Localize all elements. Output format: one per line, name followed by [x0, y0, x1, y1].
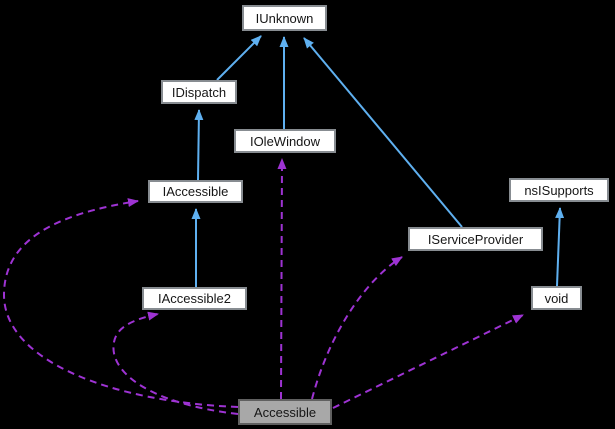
- node-iolewindow[interactable]: IOleWindow: [234, 129, 336, 153]
- edge-accessible-to-iaccessible2: [112, 311, 239, 415]
- edge-idispatch-to-iunknown: [216, 35, 262, 81]
- node-idispatch[interactable]: IDispatch: [161, 80, 237, 104]
- node-iunknown[interactable]: IUnknown: [242, 5, 327, 31]
- node-accessible-current: Accessible: [238, 399, 332, 425]
- node-iserviceprovider[interactable]: IServiceProvider: [408, 227, 543, 251]
- edge-accessible-to-iolewindow: [277, 158, 287, 400]
- node-void[interactable]: void: [531, 286, 582, 310]
- edge-accessible-to-void: [332, 314, 524, 409]
- edge-accessible-to-iserviceprovider: [311, 256, 403, 400]
- edge-iaccessible-to-idispatch: [194, 109, 204, 181]
- edge-void-to-nsisupports: [555, 207, 565, 287]
- node-iaccessible2[interactable]: IAccessible2: [142, 287, 247, 310]
- edge-iserviceprovider-to-iunknown: [303, 37, 463, 228]
- node-iaccessible[interactable]: IAccessible: [148, 180, 243, 203]
- node-nsisupports[interactable]: nsISupports: [509, 178, 609, 202]
